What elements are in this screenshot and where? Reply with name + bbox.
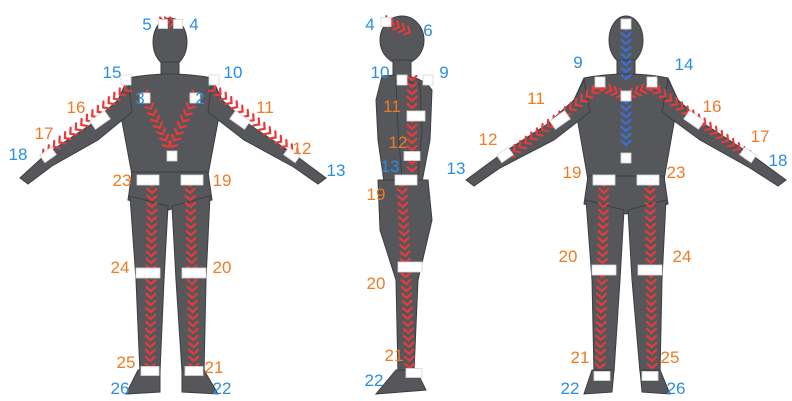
front-marker-21 <box>185 367 203 376</box>
side-label-12: 12 <box>389 133 408 152</box>
side-neck <box>393 60 411 76</box>
side-label-10: 10 <box>371 63 390 82</box>
side-marker-20 <box>398 262 422 272</box>
back-marker-9 <box>595 77 605 87</box>
back-label-22: 22 <box>561 379 580 398</box>
front-marker-23 <box>137 175 159 185</box>
front-label-3: 3 <box>135 89 144 108</box>
side-label-13: 13 <box>381 157 400 176</box>
figures-layer <box>20 16 786 394</box>
side-label-4: 4 <box>365 15 374 34</box>
front-label-17: 17 <box>35 124 54 143</box>
front-marker-4 <box>174 20 183 29</box>
front-label-21: 21 <box>205 358 224 377</box>
back-marker-20 <box>592 265 616 275</box>
back-label-13: 13 <box>447 159 466 178</box>
front-label-26: 26 <box>111 379 130 398</box>
front-label-11: 11 <box>256 98 274 117</box>
back-label-16: 16 <box>703 97 722 116</box>
back-label-24: 24 <box>673 247 692 266</box>
side-label-11: 11 <box>383 97 401 116</box>
back-label-12: 12 <box>479 130 498 149</box>
side-marker-9 <box>423 75 433 85</box>
front-label-19: 19 <box>213 171 232 190</box>
front-label-10: 10 <box>224 63 243 82</box>
side-marker-19 <box>395 175 417 185</box>
side-marker-21 <box>406 369 422 378</box>
back-label-26: 26 <box>667 379 686 398</box>
front-marker-15 <box>121 75 131 85</box>
front-label-16: 16 <box>67 98 86 117</box>
front-label-18: 18 <box>9 145 28 164</box>
back-torso <box>574 74 678 180</box>
front-marker-5 <box>159 20 168 29</box>
back-label-19: 19 <box>563 163 582 182</box>
side-marker-10 <box>397 75 407 85</box>
side-marker-12 <box>404 152 420 161</box>
front-view-figure <box>20 18 326 394</box>
front-label-13: 13 <box>327 161 346 180</box>
back-marker-24 <box>638 265 662 275</box>
front-label-12: 12 <box>293 139 312 158</box>
back-label-23: 23 <box>667 163 686 182</box>
side-marker-11 <box>407 111 425 121</box>
back-label-21: 21 <box>571 348 590 367</box>
front-label-15: 15 <box>103 63 122 82</box>
front-label-5: 5 <box>142 15 151 34</box>
front-marker-24 <box>136 268 160 278</box>
front-marker-20 <box>182 268 206 278</box>
side-label-20: 20 <box>367 274 386 293</box>
back-label-9: 9 <box>573 53 582 72</box>
back-marker-14 <box>647 77 657 87</box>
front-label-22: 22 <box>213 379 232 398</box>
side-label-19: 19 <box>367 185 386 204</box>
front-label-24: 24 <box>111 258 130 277</box>
side-label-9: 9 <box>439 63 448 82</box>
front-label-23: 23 <box>113 171 132 190</box>
back-marker-spine <box>621 91 631 101</box>
side-label-21: 21 <box>385 346 404 365</box>
side-marker-4 <box>381 18 391 27</box>
back-label-20: 20 <box>559 247 578 266</box>
side-label-22: 22 <box>365 371 384 390</box>
back-label-14: 14 <box>675 55 694 74</box>
back-marker-lower-spine <box>621 153 631 163</box>
front-marker-19 <box>181 175 203 185</box>
front-label-20: 20 <box>213 258 232 277</box>
back-marker-23 <box>637 175 659 185</box>
back-marker-top <box>621 19 631 29</box>
back-label-17: 17 <box>751 127 770 146</box>
front-label-2: 2 <box>195 89 204 108</box>
back-label-11: 11 <box>527 89 545 108</box>
back-marker-19 <box>593 175 615 185</box>
front-marker-25 <box>141 367 159 376</box>
front-label-4: 4 <box>189 15 198 34</box>
back-label-18: 18 <box>769 151 788 170</box>
back-marker-21 <box>594 372 610 381</box>
back-marker-25 <box>642 372 658 381</box>
front-marker-10 <box>209 75 219 85</box>
side-label-6: 6 <box>423 21 432 40</box>
front-label-25: 25 <box>117 353 136 372</box>
front-right-leg <box>172 196 210 374</box>
front-marker-chest <box>167 151 177 161</box>
back-label-25: 25 <box>661 348 680 367</box>
